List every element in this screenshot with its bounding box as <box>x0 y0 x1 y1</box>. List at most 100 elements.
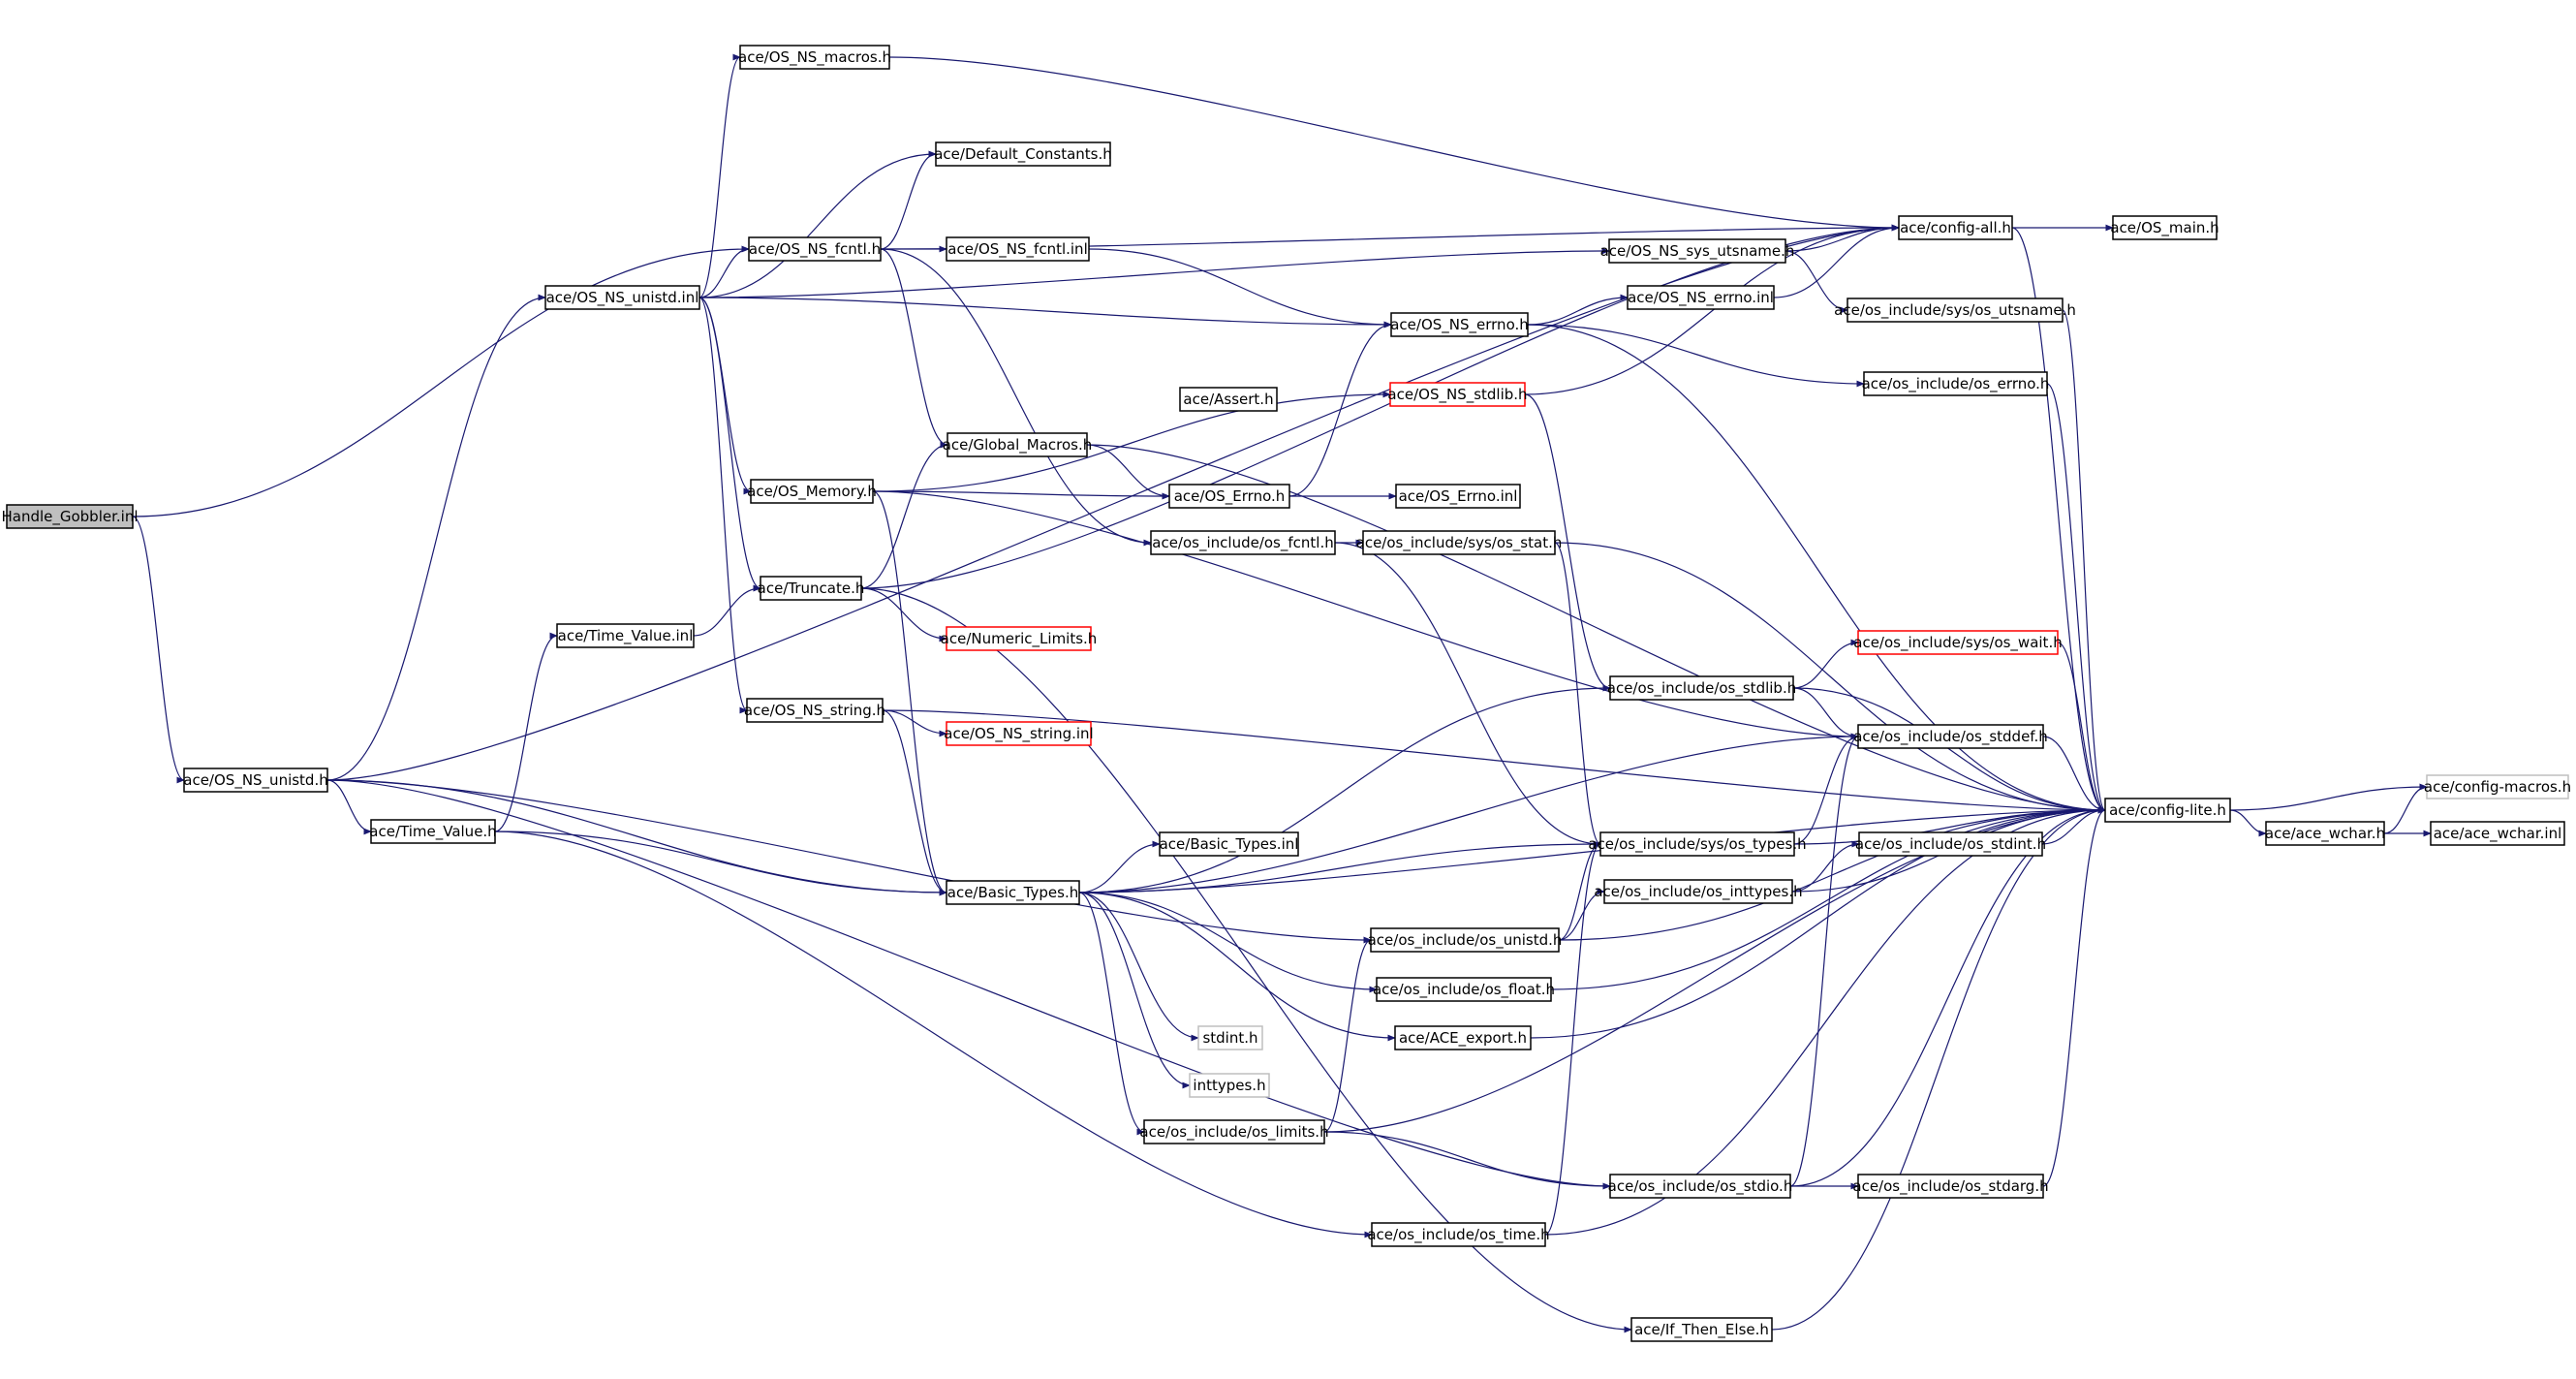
node-box <box>1197 1025 1263 1050</box>
node-ace-os-ns-fcntl-h[interactable]: ace/OS_NS_fcntl.h <box>748 236 882 262</box>
node-ace-default-constants-h[interactable]: ace/Default_Constants.h <box>934 141 1112 167</box>
node-box <box>750 479 874 504</box>
edge-os-include-sys-wait-to-config-lite <box>2057 642 2106 814</box>
node-ace-os-include-os-limits-h[interactable]: ace/os_include/os_limits.h <box>1139 1119 1329 1144</box>
node-ace-os-include-os-stdio-h[interactable]: ace/os_include/os_stdio.h <box>1608 1174 1793 1199</box>
node-ace-os-include-sys-os-types-h[interactable]: ace/os_include/sys/os_types.h <box>1588 831 1807 857</box>
node-box <box>946 721 1092 746</box>
node-ace-os-ns-macros-h[interactable]: ace/OS_NS_macros.h <box>738 45 891 70</box>
edge-os-ns-sys-utsname-to-config-all <box>1785 224 1900 252</box>
node-ace-truncate-h[interactable]: ace/Truncate.h <box>758 576 865 601</box>
node-box <box>946 236 1090 262</box>
node-label: ace/os_include/os_limits.h <box>1139 1123 1328 1142</box>
node-ace-time-value-h[interactable]: ace/Time_Value.h <box>369 819 497 844</box>
node-ace-os-ns-errno-inl[interactable]: ace/OS_NS_errno.inl <box>1627 285 1775 310</box>
node-label: ace/os_include/os_stdlib.h <box>1607 679 1796 698</box>
node-ace-ace-export-h[interactable]: ace/ACE_export.h <box>1394 1025 1532 1050</box>
node-ace-os-ns-errno-h[interactable]: ace/OS_NS_errno.h <box>1390 312 1529 337</box>
node-stdint-h[interactable]: stdint.h <box>1197 1025 1263 1050</box>
node-ace-os-include-os-unistd-h[interactable]: ace/os_include/os_unistd.h <box>1368 927 1563 953</box>
node-ace-ace-wchar-h[interactable]: ace/ace_wchar.h <box>2265 821 2385 846</box>
node-label: ace/ace_wchar.inl <box>2434 825 2562 843</box>
node-ace-os-include-os-stdarg-h[interactable]: ace/os_include/os_stdarg.h <box>1852 1174 2049 1199</box>
dependency-edges <box>132 53 2432 1333</box>
node-ace-config-macros-h[interactable]: ace/config-macros.h <box>2424 774 2571 799</box>
node-ace-config-lite-h[interactable]: ace/config-lite.h <box>2104 798 2231 823</box>
node-ace-global-macros-h[interactable]: ace/Global_Macros.h <box>943 432 1093 457</box>
node-ace-os-memory-h[interactable]: ace/OS_Memory.h <box>747 479 877 504</box>
node-label: ace/config-all.h <box>1900 219 2011 236</box>
node-ace-os-include-os-stdlib-h[interactable]: ace/os_include/os_stdlib.h <box>1607 675 1796 701</box>
node-ace-os-include-os-inttypes-h[interactable]: ace/os_include/os_inttypes.h <box>1594 879 1803 904</box>
node-box <box>1857 630 2059 655</box>
node-ace-os-ns-string-inl[interactable]: ace/OS_NS_string.inl <box>944 721 1094 746</box>
node-ace-basic-types-inl[interactable]: ace/Basic_Types.inl <box>1159 831 1299 857</box>
edge-os-ns-stdlib-to-os-include-stdlib <box>1524 393 1611 692</box>
node-ace-os-include-os-stddef-h[interactable]: ace/os_include/os_stddef.h <box>1853 724 2048 749</box>
node-ace-time-value-inl[interactable]: ace/Time_Value.inl <box>556 623 695 648</box>
node-ace-basic-types-h[interactable]: ace/Basic_Types.h <box>946 880 1080 905</box>
edge-time-value-h-to-time-value-inl <box>494 632 558 832</box>
node-ace-config-all-h[interactable]: ace/config-all.h <box>1898 215 2013 240</box>
node-ace-os-ns-stdlib-h[interactable]: ace/OS_NS_stdlib.h <box>1387 382 1528 407</box>
node-ace-os-include-os-errno-h[interactable]: ace/os_include/os_errno.h <box>1862 371 2050 396</box>
node-ace-os-main-h[interactable]: ace/OS_main.h <box>2110 215 2219 240</box>
node-ace-os-errno-inl[interactable]: ace/OS_Errno.inl <box>1395 484 1521 509</box>
edge-os-ns-errno-h-to-os-include-errno <box>1527 324 1865 388</box>
node-box <box>748 236 882 262</box>
edge-os-ns-unistd-inl-to-default-constants <box>698 150 937 298</box>
edge-os-include-limits-to-os-include-stdio <box>1323 1131 1611 1190</box>
edge-config-lite-to-ace-wchar-h <box>2229 809 2267 837</box>
node-box <box>1389 382 1526 407</box>
edge-os-ns-unistd-inl-to-os-ns-errno-h <box>698 297 1392 329</box>
node-ace-ace-wchar-inl[interactable]: ace/ace_wchar.inl <box>2430 821 2565 846</box>
node-ace-os-include-os-time-h[interactable]: ace/os_include/os_time.h <box>1367 1222 1550 1247</box>
edge-os-include-float-to-config-lite <box>1550 806 2106 990</box>
edge-os-ns-fcntl-inl-to-os-ns-errno-h <box>1088 248 1392 329</box>
edge-os-ns-stdlib-to-config-all <box>1524 224 1900 395</box>
node-box <box>1847 298 2064 323</box>
node-label: ace/os_include/sys/os_stat.h <box>1356 534 1563 552</box>
edge-os-include-errno-to-config-lite <box>2046 383 2106 814</box>
node-ace-os-ns-string-h[interactable]: ace/OS_NS_string.h <box>744 698 885 723</box>
edge-config-lite-to-config-macros <box>2229 783 2428 811</box>
edge-os-ns-string-h-to-basic-types-h <box>882 709 947 896</box>
edge-os-ns-errno-h-to-os-ns-errno-inl <box>1527 294 1629 326</box>
node-ace-os-include-os-stdint-h[interactable]: ace/os_include/os_stdint.h <box>1855 831 2046 857</box>
edge-time-value-h-to-basic-types-h <box>494 831 947 896</box>
edge-os-include-stdlib-to-config-lite <box>1792 687 2106 814</box>
node-label: ace/OS_NS_sys_utsname.h <box>1600 242 1795 261</box>
node-label: ace/OS_NS_string.inl <box>944 725 1093 743</box>
node-ace-os-include-os-fcntl-h[interactable]: ace/os_include/os_fcntl.h <box>1150 530 1336 555</box>
node-box <box>556 623 695 648</box>
node-ace-os-errno-h[interactable]: ace/OS_Errno.h <box>1168 484 1290 509</box>
node-box <box>1394 1025 1532 1050</box>
node-label: ace/OS_Errno.h <box>1174 487 1286 506</box>
node-ace-os-ns-fcntl-inl[interactable]: ace/OS_NS_fcntl.inl <box>946 236 1090 262</box>
node-label: ace/ACE_export.h <box>1399 1029 1527 1048</box>
edge-os-ns-fcntl-h-to-default-constants <box>880 150 937 250</box>
edge-os-memory-to-os-ns-stdlib <box>872 391 1391 492</box>
node-label: ace/OS_NS_unistd.inl <box>546 289 699 307</box>
node-ace-os-ns-sys-utsname-h[interactable]: ace/OS_NS_sys_utsname.h <box>1600 238 1795 264</box>
node-box <box>1143 1119 1325 1144</box>
node-handle-gobbler-inl[interactable]: Handle_Gobbler.inl <box>1 504 139 529</box>
edge-basic-types-h-to-ace-export <box>1078 892 1396 1042</box>
edge-os-ns-unistd-inl-to-os-ns-fcntl-h <box>698 245 750 298</box>
node-box <box>1857 724 2044 749</box>
node-label: ace/os_include/os_unistd.h <box>1368 931 1563 950</box>
node-ace-numeric-limits-h[interactable]: ace/Numeric_Limits.h <box>941 626 1098 651</box>
node-ace-if-then-else-h[interactable]: ace/If_Then_Else.h <box>1630 1317 1773 1342</box>
node-ace-os-include-sys-os-utsname-h[interactable]: ace/os_include/sys/os_utsname.h <box>1834 298 2076 323</box>
node-ace-os-include-sys-os-stat-h[interactable]: ace/os_include/sys/os_stat.h <box>1356 530 1563 555</box>
node-label: ace/config-macros.h <box>2424 778 2571 796</box>
node-ace-os-ns-unistd-inl[interactable]: ace/OS_NS_unistd.inl <box>544 285 700 310</box>
edge-os-ns-unistd-inl-to-truncate <box>698 297 761 592</box>
node-label: ace/os_include/os_float.h <box>1373 981 1555 999</box>
node-ace-os-include-os-float-h[interactable]: ace/os_include/os_float.h <box>1373 977 1555 1002</box>
node-box <box>1179 387 1278 412</box>
node-inttypes-h[interactable]: inttypes.h <box>1189 1073 1270 1098</box>
node-ace-assert-h[interactable]: ace/Assert.h <box>1179 387 1278 412</box>
node-ace-os-ns-unistd-h[interactable]: ace/OS_NS_unistd.h <box>183 768 328 793</box>
node-ace-os-include-sys-os-wait-h[interactable]: ace/os_include/sys/os_wait.h <box>1853 630 2063 655</box>
